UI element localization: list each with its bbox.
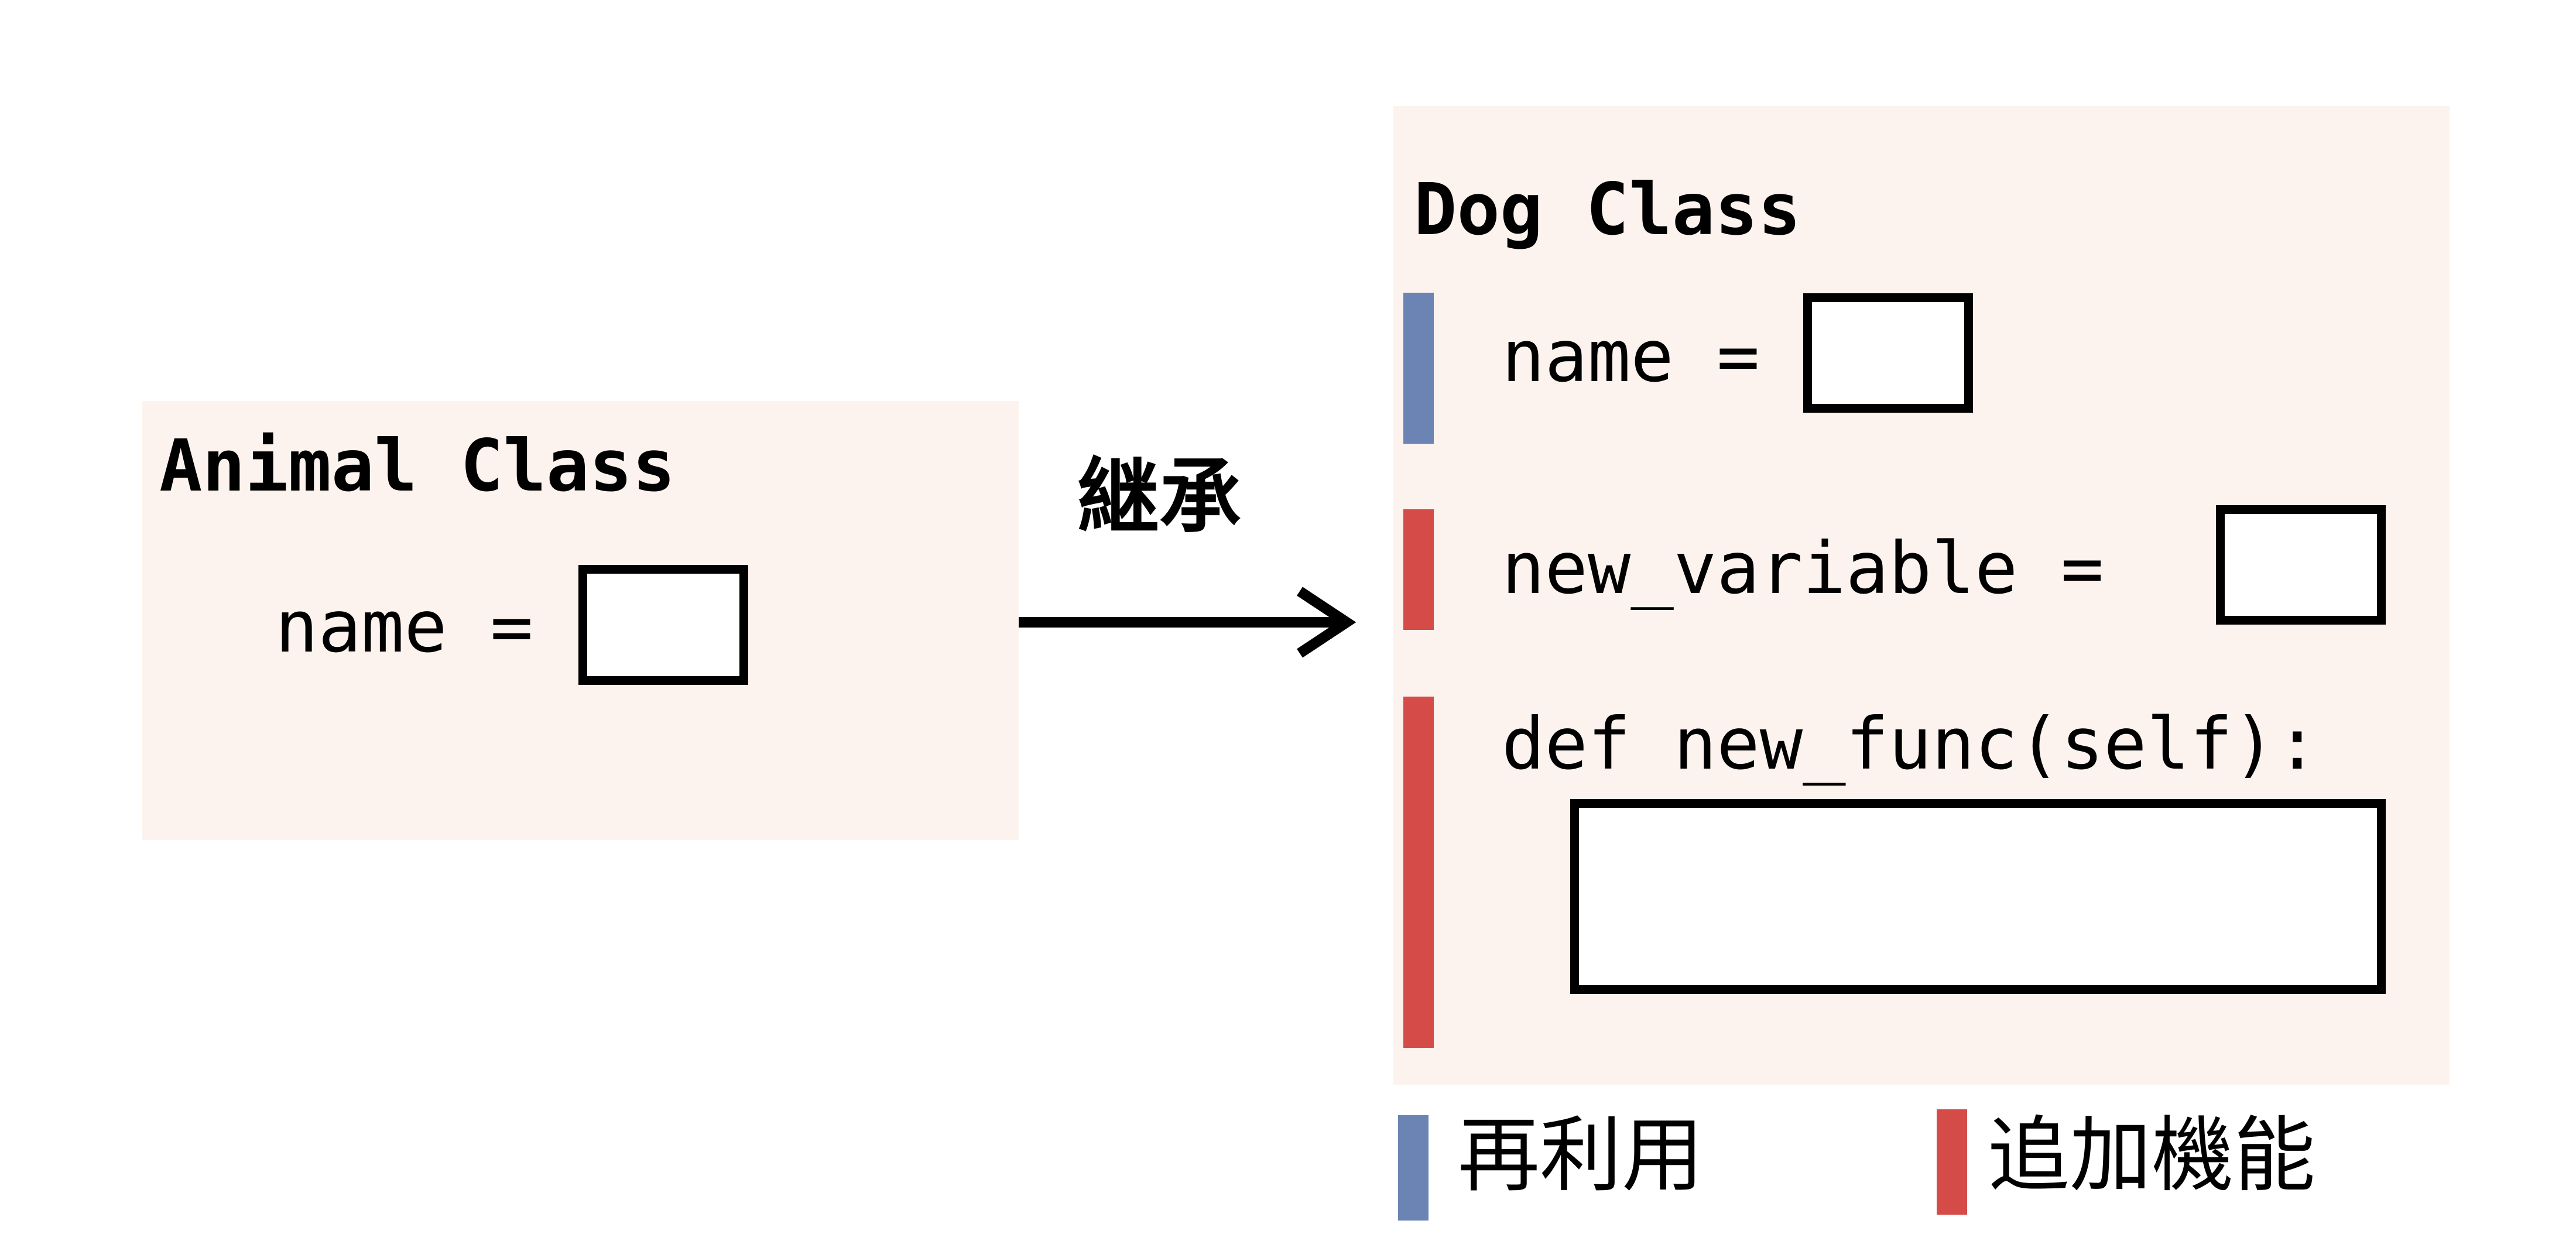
inheritance-label: 継承 — [1077, 450, 1242, 545]
dog-name-attribute: name = — [1502, 315, 1760, 398]
new-func-body-slot — [1570, 799, 2386, 994]
new-variable-value-slot — [2216, 505, 2386, 625]
dog-class-title: Dog Class — [1414, 168, 1801, 251]
added-variable-marker-bar — [1403, 509, 1434, 630]
added-method-marker-bar — [1403, 697, 1434, 1048]
animal-name-value-slot — [578, 565, 748, 685]
new-func-definition: def new_func(self): — [1502, 702, 2319, 786]
reused-marker-bar — [1403, 293, 1434, 444]
animal-class-title: Animal Class — [159, 424, 676, 508]
legend-reuse-label: 再利用 — [1458, 1108, 1704, 1204]
dog-name-value-slot — [1803, 293, 1973, 413]
new-variable-attribute: new_variable = — [1502, 527, 2104, 610]
animal-name-attribute: name = — [275, 585, 533, 669]
legend-reuse-swatch — [1398, 1115, 1429, 1221]
legend-added-label: 追加機能 — [1988, 1108, 2316, 1204]
legend-added-swatch — [1937, 1109, 1967, 1215]
